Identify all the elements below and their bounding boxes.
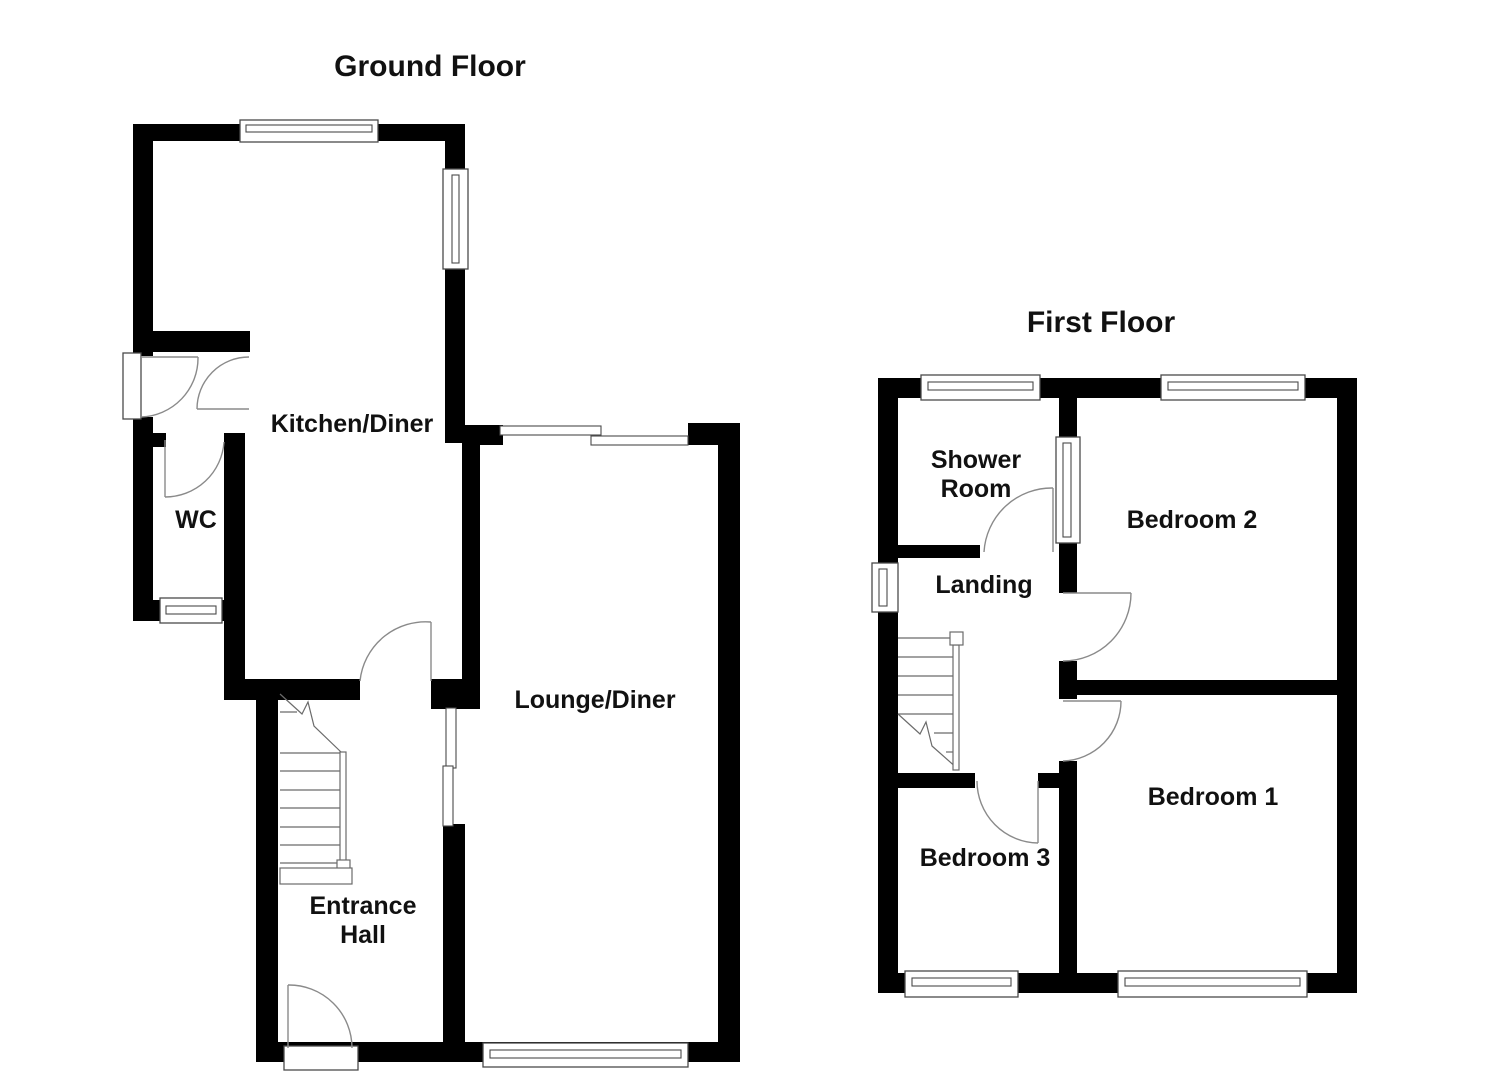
wall-segment [152, 433, 166, 447]
ground-floor-title: Ground Floor [334, 50, 526, 83]
bedroom-3-door [976, 780, 1039, 844]
first-floor-staircase [897, 631, 964, 771]
bedroom-3-window [904, 970, 1019, 998]
ground-floor-plan [122, 119, 740, 1071]
first-floor-title: First Floor [1026, 306, 1176, 339]
wall-segment [133, 331, 250, 352]
room-label-bedroom-3: Bedroom 3 [919, 844, 1051, 872]
wall-segment [465, 425, 503, 445]
wall-segment [718, 423, 740, 1062]
patio-sliding-doors [499, 425, 689, 446]
room-label-entrance-hall: Entrance Hall [309, 892, 417, 949]
bedroom-1-door [1062, 700, 1122, 762]
wall-segment [1059, 761, 1077, 993]
wall-segment [133, 124, 153, 356]
bedroom-2-door [1062, 592, 1132, 662]
room-label-shower-room: Shower Room [930, 446, 1022, 503]
wall-segment [133, 417, 153, 621]
wall-segment [1038, 773, 1059, 788]
landing-window [871, 562, 899, 613]
first-floor-plan [871, 374, 1357, 998]
wall-segment [224, 679, 360, 700]
hall-lounge-sliding-panels [442, 707, 457, 827]
lounge-window [482, 1042, 689, 1068]
bedroom-2-window [1160, 374, 1306, 401]
wc-window [159, 597, 223, 624]
room-label-lounge-diner: Lounge/Diner [514, 686, 676, 714]
side-door [122, 352, 199, 420]
room-label-wc: WC [175, 506, 217, 534]
internal-window [1055, 436, 1081, 544]
wall-segment [1059, 661, 1077, 699]
room-label-bedroom-1: Bedroom 1 [1147, 783, 1279, 811]
wall-segment [224, 433, 245, 700]
room-label-bedroom-2: Bedroom 2 [1126, 506, 1258, 534]
wall-segment [878, 378, 898, 993]
lobby-kitchen-door [196, 356, 250, 410]
bedroom-1-window [1117, 970, 1308, 998]
shower-room-door [983, 487, 1054, 553]
kitchen-top-window [239, 119, 379, 143]
wall-segment [443, 824, 465, 1062]
wall-segment [462, 425, 480, 690]
room-label-kitchen-diner: Kitchen/Diner [270, 410, 434, 438]
kitchen-hall-door [359, 621, 432, 682]
wall-segment [898, 545, 980, 558]
room-label-landing: Landing [935, 571, 1033, 599]
ground-floor-staircase [279, 693, 353, 885]
front-door [283, 984, 359, 1071]
shower-room-window [920, 374, 1041, 401]
wall-segment [256, 679, 278, 1062]
wc-door [164, 440, 225, 498]
wall-segment [1077, 680, 1357, 695]
kitchen-side-window [442, 168, 469, 270]
wall-segment [898, 773, 975, 788]
